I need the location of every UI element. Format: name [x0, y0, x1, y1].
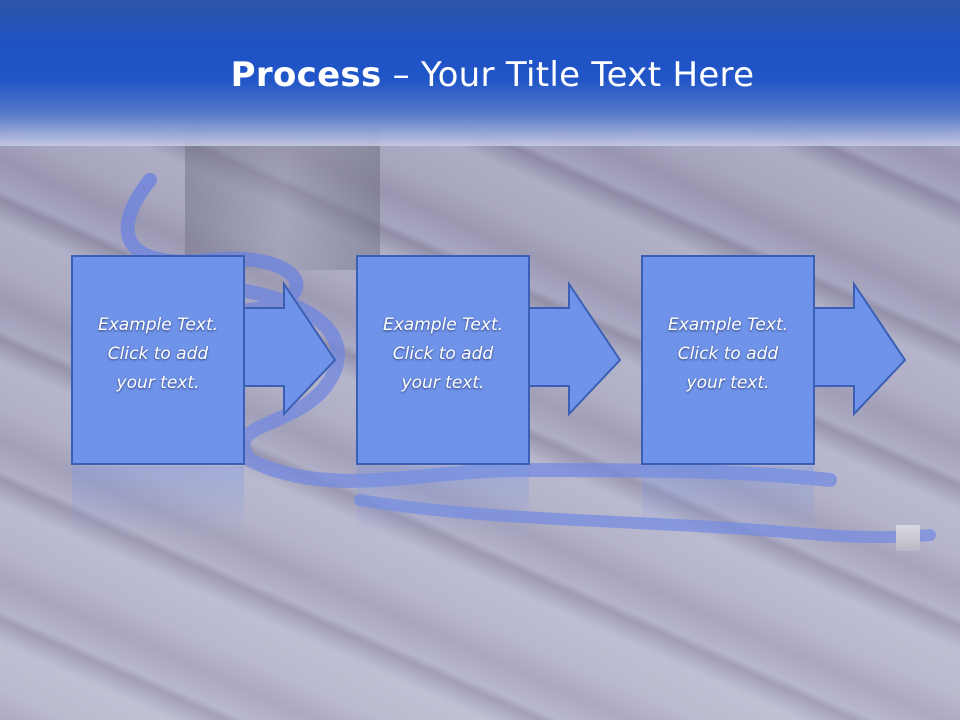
step-text-line: Click to add — [392, 344, 494, 364]
step-reflection — [642, 466, 814, 536]
rope-end-cap — [896, 525, 920, 551]
step-text-line: Click to add — [107, 344, 209, 364]
right-arrow-icon — [71, 255, 337, 465]
right-arrow-icon — [356, 255, 622, 465]
step-text: Example Text. Click to add your text. — [357, 311, 529, 398]
process-step-2[interactable]: Example Text. Click to add your text. — [356, 255, 647, 466]
process-step-3[interactable]: Example Text. Click to add your text. — [641, 255, 932, 466]
step-text: Example Text. Click to add your text. — [72, 311, 244, 398]
title-rest: – Your Title Text Here — [381, 55, 755, 95]
right-arrow-icon — [641, 255, 907, 465]
step-text-line: Example Text. — [382, 315, 504, 335]
step-text-line: your text. — [116, 373, 200, 393]
title-bar: Process – Your Title Text Here — [0, 0, 960, 146]
step-text-line: Click to add — [677, 344, 779, 364]
step-reflection — [357, 466, 529, 536]
step-text-line: Example Text. — [667, 315, 789, 335]
step-reflection — [72, 466, 244, 536]
slide-title[interactable]: Process – Your Title Text Here — [0, 50, 960, 100]
step-text-line: Example Text. — [97, 315, 219, 335]
step-text: Example Text. Click to add your text. — [642, 311, 814, 398]
title-bold: Process — [230, 55, 382, 95]
step-text-line: your text. — [686, 373, 770, 393]
process-step-1[interactable]: Example Text. Click to add your text. — [71, 255, 362, 466]
step-text-line: your text. — [401, 373, 485, 393]
